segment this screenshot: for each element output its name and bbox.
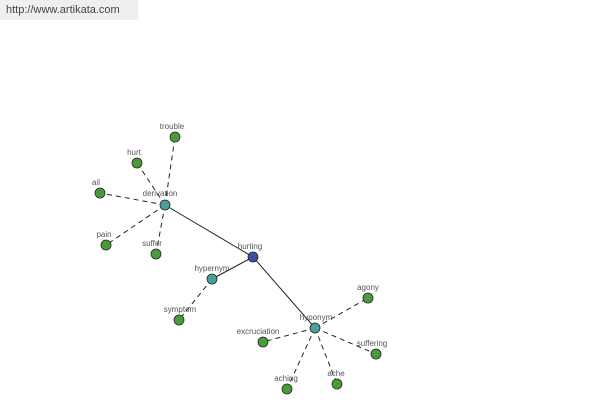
node-trouble[interactable]: trouble: [160, 122, 185, 143]
node-dot-pain[interactable]: [100, 239, 112, 251]
node-dot-derivation[interactable]: [159, 199, 171, 211]
node-dot-excruciation[interactable]: [257, 336, 269, 348]
edges-layer: [99, 136, 377, 390]
edge-derivation-trouble: [164, 136, 176, 206]
edge-hyponym-aching: [286, 327, 316, 390]
node-excruciation[interactable]: excruciation: [237, 327, 280, 348]
node-hypernym[interactable]: hypernym: [194, 264, 230, 285]
node-dot-ail[interactable]: [94, 187, 106, 199]
edge-hurting-derivation: [164, 204, 254, 258]
node-dot-suffering[interactable]: [370, 348, 382, 360]
node-ache[interactable]: ache: [327, 369, 345, 390]
node-label-pain: pain: [96, 230, 111, 239]
node-label-agony: agony: [357, 283, 379, 292]
node-pain[interactable]: pain: [96, 230, 112, 251]
edge-hyponym-ache: [314, 327, 338, 385]
edge-hyponym-agony: [314, 297, 369, 329]
node-dot-hypernym[interactable]: [206, 273, 218, 285]
node-label-hypernym: hypernym: [194, 264, 229, 273]
node-dot-suffer[interactable]: [150, 248, 162, 260]
node-label-hyponym: hyponym: [300, 313, 333, 322]
node-dot-trouble[interactable]: [169, 131, 181, 143]
node-suffering[interactable]: suffering: [357, 339, 388, 360]
node-label-ail: ail: [92, 178, 100, 187]
node-symptom[interactable]: symptom: [164, 305, 197, 326]
node-label-hurt: hurt: [127, 148, 142, 157]
node-dot-hurting[interactable]: [247, 251, 259, 263]
node-hyponym[interactable]: hyponym: [300, 313, 333, 334]
node-label-hurting: hurting: [238, 242, 262, 251]
node-label-excruciation: excruciation: [237, 327, 280, 336]
node-suffer[interactable]: suffer: [142, 239, 162, 260]
site-url[interactable]: http://www.artikata.com: [0, 0, 138, 20]
node-label-ache: ache: [327, 369, 345, 378]
node-derivation[interactable]: derivation: [143, 189, 178, 211]
node-label-suffering: suffering: [357, 339, 388, 348]
node-dot-symptom[interactable]: [173, 314, 185, 326]
edge-hurting-hyponym: [252, 256, 316, 329]
node-dot-hyponym[interactable]: [309, 322, 321, 334]
node-label-derivation: derivation: [143, 189, 178, 198]
node-dot-ache[interactable]: [331, 378, 343, 390]
node-label-aching: aching: [274, 374, 298, 383]
node-dot-hurt[interactable]: [131, 157, 143, 169]
nodes-layer: hurting derivation hypernym hyponym trouble h…: [92, 122, 388, 395]
edge-derivation-hurt: [136, 162, 166, 206]
node-label-symptom: symptom: [164, 305, 197, 314]
edge-hurting-hypernym: [211, 256, 254, 280]
node-dot-agony[interactable]: [362, 292, 374, 304]
edge-derivation-ail: [99, 192, 166, 206]
node-label-suffer: suffer: [142, 239, 162, 248]
node-aching[interactable]: aching: [274, 374, 298, 395]
node-ail[interactable]: ail: [92, 178, 106, 199]
node-hurt[interactable]: hurt: [127, 148, 143, 169]
edge-hyponym-suffering: [314, 327, 377, 355]
node-agony[interactable]: agony: [357, 283, 379, 304]
node-dot-aching[interactable]: [281, 383, 293, 395]
node-hurting[interactable]: hurting: [238, 242, 262, 263]
node-label-trouble: trouble: [160, 122, 185, 131]
edge-derivation-pain: [105, 204, 166, 246]
